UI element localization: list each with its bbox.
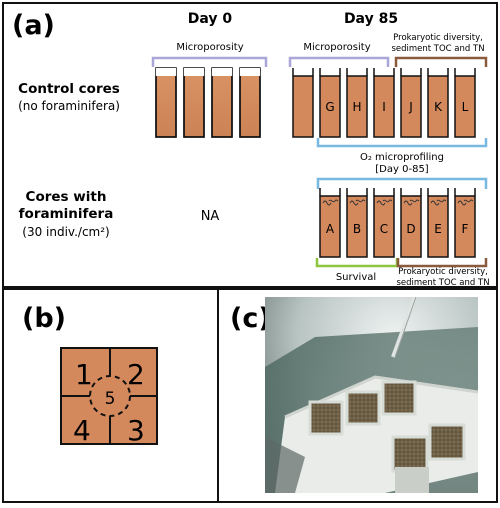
prokaryotic-bottom-line2: sediment TOC and TN	[396, 278, 489, 288]
o2-label-line1: O₂ microprofiling	[360, 152, 444, 163]
core-label-i: I	[382, 100, 386, 114]
panel-a-frame	[2, 2, 498, 288]
panel-a-label: (a)	[12, 10, 55, 41]
core-label-k: K	[434, 100, 443, 114]
zone-3: 3	[127, 414, 145, 447]
foram-cores-title-line1: Cores with	[26, 189, 107, 205]
o2-bracket-bottom	[316, 177, 488, 189]
core-label-e: E	[434, 222, 442, 236]
core-label-f: F	[462, 222, 469, 236]
day0-header: Day 0	[188, 11, 233, 27]
zone-1: 1	[75, 358, 93, 391]
control-cores-title: Control cores	[18, 81, 120, 97]
na-label: NA	[201, 209, 220, 224]
microporosity-day0-bracket	[151, 56, 268, 67]
day85-control-cores	[292, 68, 476, 138]
core-label-l: L	[462, 100, 469, 114]
prokaryotic-top-line2: sediment TOC and TN	[391, 44, 484, 54]
panel-bc-frame	[2, 288, 498, 503]
microporosity-day85-label: Microporosity	[303, 42, 370, 53]
prokaryotic-top-bracket	[394, 56, 488, 67]
foram-cores-subtitle: (30 indiv./cm²)	[22, 225, 109, 239]
experiment-photo	[265, 297, 478, 493]
core-label-h: H	[352, 100, 361, 114]
foram-cores-title-line2: foraminifera	[19, 206, 114, 222]
foraminifera-icons	[322, 199, 474, 206]
prokaryotic-top-line1: Prokaryotic diversity,	[393, 33, 483, 43]
core-section-diagram: 1 2 3 4 5	[60, 347, 158, 447]
core-label-b: B	[353, 222, 361, 236]
microporosity-day0-label: Microporosity	[176, 42, 243, 53]
panel-b-label: (b)	[22, 303, 66, 334]
o2-label-line2: [Day 0-85]	[375, 164, 429, 175]
prokaryotic-bottom-line1: Prokaryotic diversity,	[398, 267, 488, 277]
core-label-c: C	[380, 222, 388, 236]
survival-bracket	[315, 258, 399, 268]
core-label-g: G	[325, 100, 334, 114]
microporosity-day85-bracket	[288, 56, 390, 67]
zone-5: 5	[105, 389, 116, 409]
survival-label: Survival	[336, 272, 376, 283]
foram-cores	[319, 188, 476, 258]
zone-4: 4	[73, 414, 91, 447]
panel-c-label: (c)	[230, 303, 271, 334]
day0-control-cores	[155, 67, 261, 138]
control-cores-subtitle: (no foraminifera)	[18, 99, 120, 113]
day85-header: Day 85	[344, 11, 398, 27]
core-label-a: A	[326, 222, 335, 236]
zone-2: 2	[127, 358, 145, 391]
prokaryotic-bottom-bracket	[396, 258, 488, 268]
o2-bracket-top	[316, 138, 488, 148]
core-label-d: D	[406, 222, 415, 236]
core-label-j: J	[408, 100, 413, 114]
